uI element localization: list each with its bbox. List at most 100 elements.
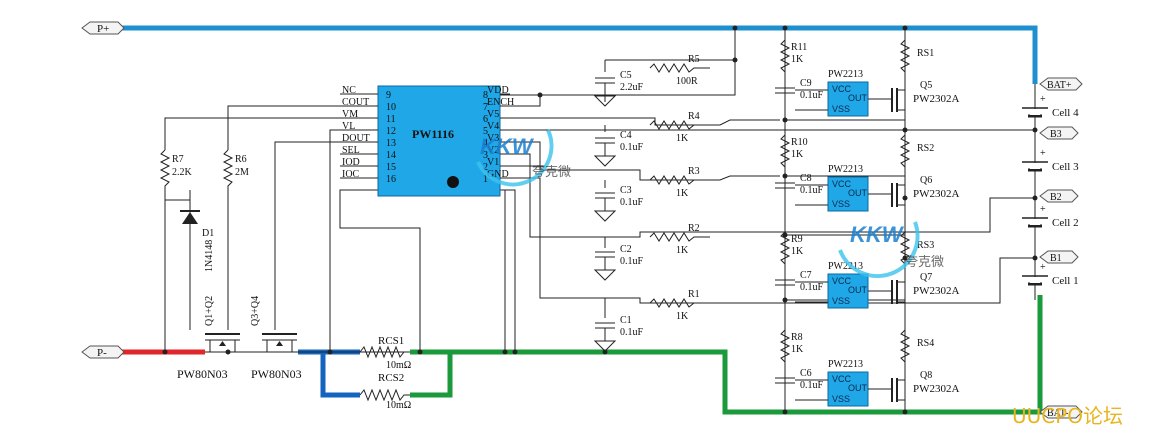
- ic-left-pin-num: 16: [386, 174, 396, 185]
- resistor-r7: R7 2.2K: [159, 149, 193, 190]
- r7-ref: R7: [172, 154, 184, 165]
- balance-cap-ref: C8: [800, 173, 812, 184]
- ic-left-pin-label: NC: [342, 85, 356, 96]
- rcs1-ref: RCS1: [378, 335, 404, 347]
- cap-val: 2.2uF: [620, 82, 644, 93]
- r7-val: 2.2K: [172, 167, 193, 178]
- balance-rs-ref: RS4: [917, 338, 934, 349]
- cell-label: Cell 1: [1052, 275, 1079, 287]
- chain-resistor: [649, 232, 710, 242]
- port-bat-plus: BAT+: [1039, 77, 1083, 91]
- balance-ic-out: OUT: [848, 93, 868, 103]
- cell-plus-sign: +: [1040, 94, 1046, 105]
- cell-gap: [1030, 219, 1040, 225]
- ic-left-pin-num: 14: [386, 150, 396, 161]
- port-b2: B2: [1039, 189, 1079, 203]
- ic-left-pin-num: 15: [386, 162, 396, 173]
- battery-cells: +Cell 4+Cell 3+Cell 2+Cell 1: [1022, 94, 1079, 287]
- rcs2-ref: RCS2: [378, 372, 404, 384]
- ic-right-pin-num: 3: [483, 150, 488, 161]
- balance-cap-val: 0.1uF: [800, 380, 824, 391]
- cell-label: Cell 3: [1052, 161, 1079, 173]
- ic-right-pin-num: 6: [483, 114, 488, 125]
- balance-rs-resistor: [899, 39, 911, 73]
- cap-val: 0.1uF: [620, 327, 644, 338]
- chain-res-val: 1K: [676, 245, 689, 256]
- chain-resistor: [649, 298, 710, 308]
- balance-resistor: [779, 134, 791, 168]
- cell-gap: [1030, 163, 1040, 169]
- balance-q-ref: Q8: [920, 370, 932, 381]
- ic-right-pin-num: 1: [483, 174, 488, 185]
- balance-rs-ref: RS3: [917, 240, 934, 251]
- cap-val: 0.1uF: [620, 256, 644, 267]
- ic-right-pin-label: V1: [487, 157, 499, 168]
- resistor-r6: R6 2M: [222, 149, 249, 190]
- chain-res-val: 1K: [676, 133, 689, 144]
- cap-val: 0.1uF: [620, 197, 644, 208]
- ic-left-pin-num: 10: [386, 102, 396, 113]
- ic-right-pin-label: ENCH: [487, 97, 514, 108]
- balance-ic: [827, 371, 869, 407]
- q34-ref: Q3+Q4: [250, 296, 261, 326]
- chain-res-ref: R2: [688, 223, 700, 234]
- ic-right-pin-num: 2: [483, 162, 488, 173]
- balance-q-val: PW2302A: [913, 93, 960, 105]
- cell-gap: [1030, 109, 1040, 115]
- cell-label: Cell 4: [1052, 107, 1079, 119]
- ic-right-pin-num: 8: [483, 90, 488, 101]
- balance-resistor: [779, 231, 791, 265]
- chain-res-val: 1K: [676, 188, 689, 199]
- watermark-2: KKW 夸克微: [838, 221, 944, 279]
- mosfet-q1q2: Q1+Q2 PW80N03: [177, 296, 240, 381]
- ic-pin1-dot: [447, 176, 459, 188]
- cell-label: Cell 2: [1052, 217, 1079, 229]
- balance-ic-vcc: VCC: [832, 84, 852, 94]
- balance-ic-vss: VSS: [832, 199, 850, 209]
- d1-ref: D1: [202, 228, 214, 239]
- watermark-cn-2: 夸克微: [905, 255, 944, 270]
- r6-val: 2M: [235, 167, 249, 178]
- balance-rs-ref: RS1: [917, 48, 934, 59]
- balance-rs-ref: RS2: [917, 143, 934, 154]
- rcs1-val: 10mΩ: [386, 360, 411, 371]
- chain-res-ref: R1: [688, 289, 700, 300]
- resistor-rcs2: RCS2 10mΩ: [359, 372, 411, 411]
- balance-ic-name: PW2213: [828, 359, 863, 370]
- ic-right-pin-label: VDD: [487, 85, 509, 96]
- balance-ic-vss: VSS: [832, 394, 850, 404]
- balance-cap-ref: C9: [800, 78, 812, 89]
- ic-right-pin-num: 7: [483, 102, 488, 113]
- cell-plus-sign: +: [1040, 262, 1046, 273]
- r6-ref: R6: [235, 154, 247, 165]
- cap-ref: C2: [620, 244, 632, 255]
- port-bat-minus: BAT-: [1039, 405, 1083, 419]
- port-b2-label: B2: [1050, 192, 1062, 203]
- ic-right-pin-label: V2: [487, 145, 499, 156]
- balance-ic-vcc: VCC: [832, 179, 852, 189]
- current-wire-2: [320, 352, 360, 398]
- ground-symbol: [593, 269, 617, 281]
- ic-pw1116-name: PW1116: [412, 127, 454, 141]
- balance-ic-name: PW2213: [828, 69, 863, 80]
- balance-res-val: 1K: [791, 344, 804, 355]
- port-p-minus-label: P-: [97, 347, 107, 359]
- balance-rs-resistor: [899, 134, 911, 168]
- balance-q-ref: Q7: [920, 272, 932, 283]
- ground-symbol: [593, 210, 617, 222]
- chain-resistor: [649, 63, 710, 73]
- cap-ref: C1: [620, 315, 632, 326]
- port-b1: B1: [1039, 250, 1079, 264]
- ground-symbol: [593, 340, 617, 352]
- ic-left-pin-label: IOC: [342, 169, 360, 180]
- balance-ic-vcc: VCC: [832, 374, 852, 384]
- balance-ic-out: OUT: [848, 383, 868, 393]
- rc-filter-chain: C52.2uFC40.1uFC30.1uFC20.1uFC10.1uFR5100…: [593, 54, 710, 352]
- ground-symbol: [593, 155, 617, 167]
- watermark-brand-2: KKW: [850, 222, 905, 247]
- watermark-cn-1: 夸克微: [532, 165, 571, 180]
- cell-plus-sign: +: [1040, 148, 1046, 159]
